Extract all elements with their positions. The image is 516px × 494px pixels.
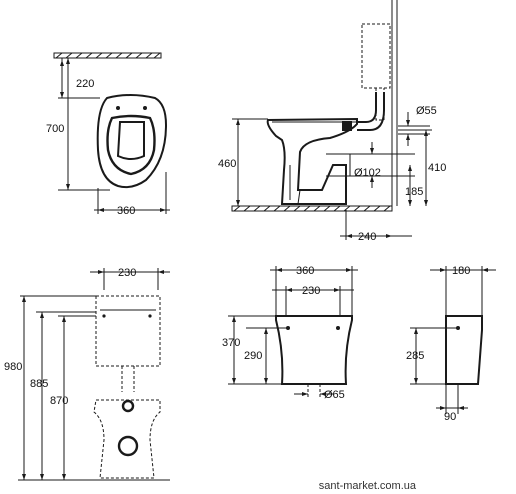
cistern-side-view: 180 285 90 xyxy=(406,265,496,423)
front-outlet xyxy=(121,399,135,413)
inlet-connector xyxy=(342,121,352,131)
front-pipe xyxy=(121,366,135,392)
dim-870: 870 xyxy=(50,395,68,407)
dim-s180: 180 xyxy=(452,265,470,277)
dim-c230: 230 xyxy=(302,285,320,297)
hinge-hole xyxy=(143,106,147,110)
bowl-opening xyxy=(106,114,156,176)
dim-d55: Ø55 xyxy=(416,105,437,117)
cistern-body xyxy=(275,315,353,385)
wall-hatch xyxy=(53,52,162,59)
bowl-body xyxy=(266,117,358,205)
top-view: 220 700 360 xyxy=(46,52,170,217)
flush-pipe xyxy=(357,92,385,131)
dim-d65: Ø65 xyxy=(324,389,345,401)
seat-outline xyxy=(96,94,168,189)
dim-230: 230 xyxy=(118,267,136,279)
dim-240: 240 xyxy=(358,231,376,243)
dim-460: 460 xyxy=(218,158,236,170)
dim-s285: 285 xyxy=(406,350,424,362)
dim-s90: 90 xyxy=(444,411,456,423)
floor-hatch xyxy=(231,205,393,212)
dim-c370: 370 xyxy=(222,337,240,349)
dim-c360: 360 xyxy=(296,265,314,277)
cistern-outline xyxy=(361,23,391,89)
dim-d102: Ø102 xyxy=(354,167,381,179)
dim-700: 700 xyxy=(46,123,64,135)
dim-885: 885 xyxy=(30,378,48,390)
dim-980: 980 xyxy=(4,361,22,373)
front-spigot xyxy=(117,435,139,457)
cistern-front-view: 360 230 370 290 Ø65 xyxy=(222,265,358,401)
front-bowl xyxy=(93,399,161,479)
dim-c290: 290 xyxy=(244,350,262,362)
front-view: 230 980 885 870 xyxy=(4,267,170,481)
side-view: 460 Ø55 410 Ø102 185 240 xyxy=(218,0,446,243)
front-cistern xyxy=(95,295,161,367)
hinge-hole xyxy=(116,106,120,110)
watermark: sant-market.com.ua xyxy=(319,480,417,492)
dim-410: 410 xyxy=(428,162,446,174)
bowl-inner xyxy=(116,121,145,160)
dim-185: 185 xyxy=(405,186,423,198)
dim-360: 360 xyxy=(117,205,135,217)
cistern-side-body xyxy=(445,315,483,385)
dim-220: 220 xyxy=(76,78,94,90)
